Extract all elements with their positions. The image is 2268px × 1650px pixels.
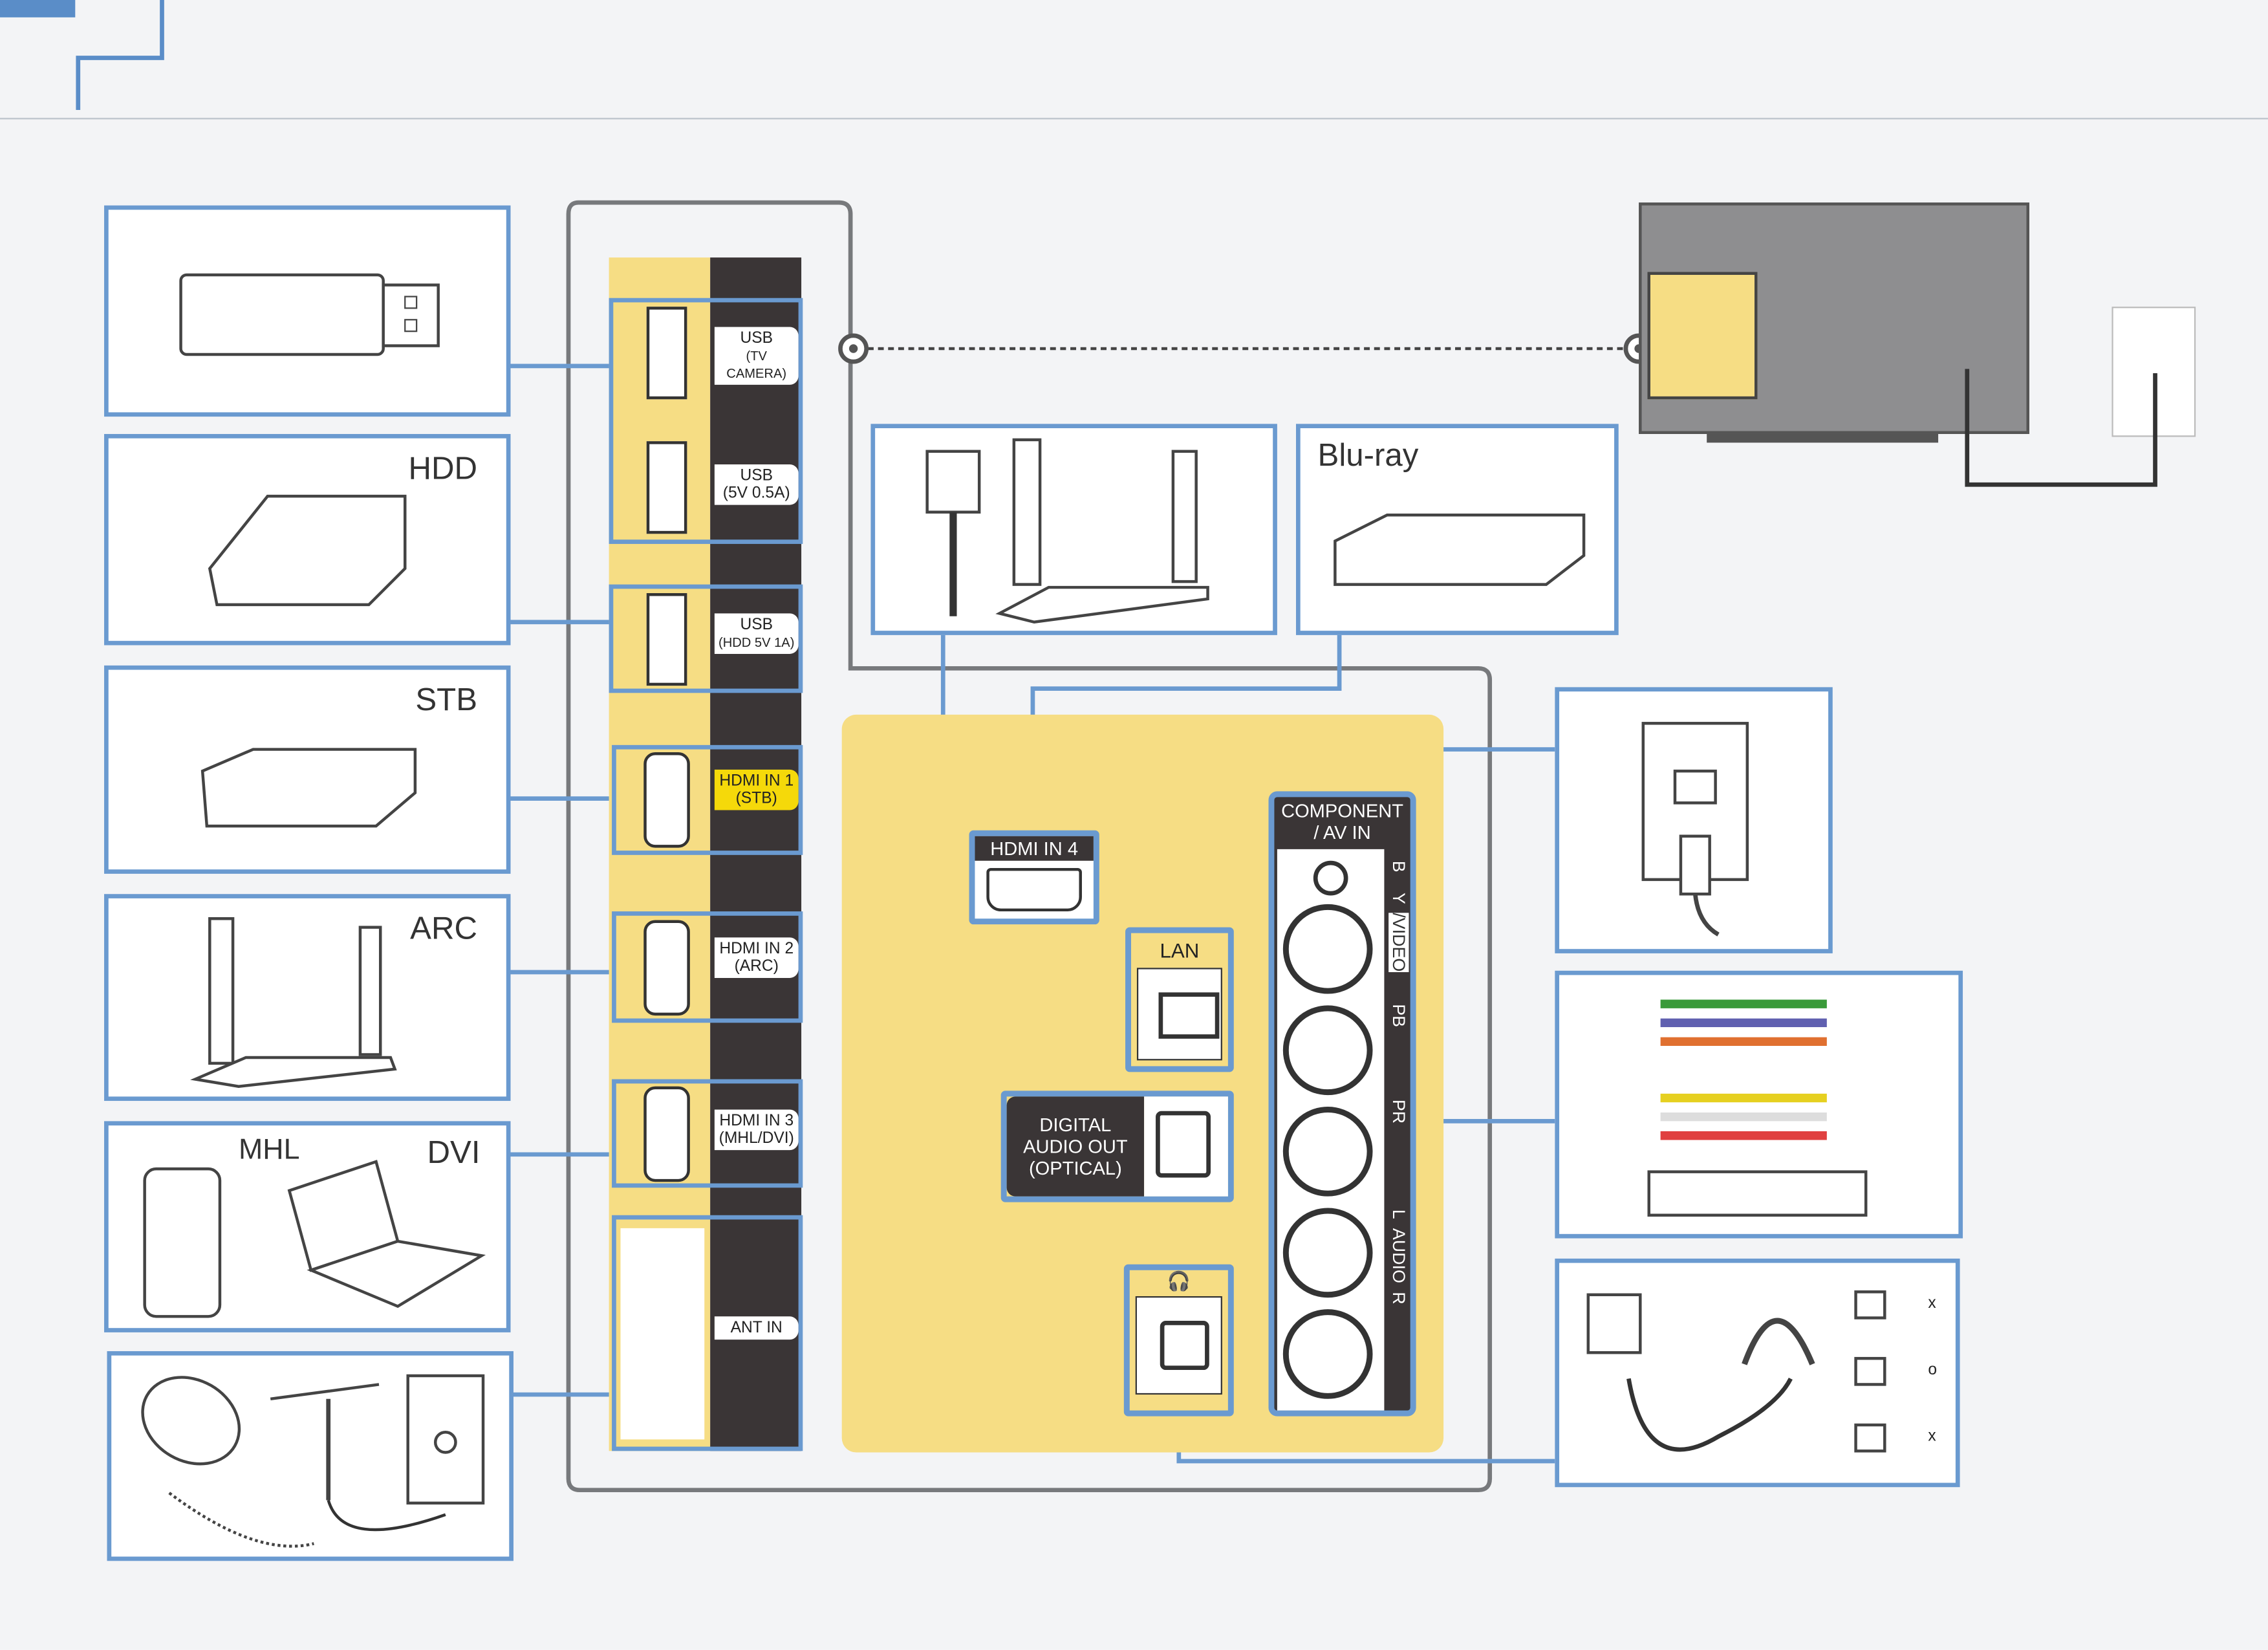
plug-mark-1: x	[1928, 1294, 1936, 1312]
hdmi2-port[interactable]	[643, 920, 690, 1016]
port-label-hdmi2: HDMI IN 2(ARC)	[714, 937, 799, 978]
lan-port[interactable]: LAN	[1125, 927, 1234, 1072]
component-side-labels: B Y/VIDEO PB PR L AUDIO R	[1388, 860, 1409, 1305]
usb-port-1[interactable]	[646, 307, 687, 400]
hdmi3-port[interactable]	[643, 1086, 690, 1182]
soundbar-icon	[190, 917, 397, 1088]
bluray-label: Blu-ray	[1317, 437, 1419, 473]
mhl-dvi-box: MHL DVI	[104, 1121, 511, 1332]
arc-box: ARC	[104, 894, 511, 1102]
headphone-jack-icon	[1160, 1321, 1209, 1371]
stb-box: STB	[104, 665, 511, 874]
usb-port-2[interactable]	[646, 441, 687, 534]
usb-stick-icon	[179, 273, 440, 356]
ir-jack-icon	[1313, 860, 1348, 896]
pr-jack[interactable]	[1282, 1106, 1373, 1197]
lan-label: LAN	[1160, 939, 1200, 962]
hdmi4-label: HDMI IN 4	[975, 836, 1094, 861]
port-label-hdmi1: HDMI IN 1(STB)	[714, 769, 799, 810]
port-label-ant: ANT IN	[714, 1316, 799, 1340]
tv-port-area	[1647, 272, 1758, 400]
phone-laptop-icon	[143, 1160, 486, 1318]
hdmi4-port[interactable]: HDMI IN 4	[969, 830, 1099, 925]
usb-hdd-group	[609, 584, 803, 693]
tv-outline	[566, 200, 1493, 1493]
hdd-box: HDD	[104, 433, 511, 646]
lan-wall-box	[1555, 687, 1833, 953]
headphones-icon	[1586, 1290, 1886, 1453]
component-cables-box	[1555, 970, 1963, 1239]
optical-jack-icon	[1156, 1111, 1211, 1178]
plug-mark-2: o	[1928, 1361, 1938, 1379]
tv-back-icon	[1639, 202, 2029, 434]
ant-port-area[interactable]	[620, 1228, 705, 1440]
headphone-port[interactable]: 🎧	[1123, 1264, 1234, 1417]
arc-label: ARC	[410, 909, 478, 946]
y-video-jack[interactable]	[1282, 904, 1373, 994]
bluray-player-icon	[1334, 513, 1586, 586]
wall-socket-icon	[2111, 307, 2196, 437]
port-label-hdmi3: HDMI IN 3(MHL/DVI)	[714, 1109, 799, 1151]
usb-stick-box	[104, 205, 511, 417]
header-tab	[0, 0, 76, 17]
hdd-label: HDD	[408, 450, 478, 486]
stb-icon	[200, 748, 417, 828]
usb-group	[609, 298, 803, 544]
bluray-box: Blu-ray	[1295, 424, 1619, 635]
mhl-label: MHL	[239, 1134, 300, 1166]
antenna-box	[107, 1351, 513, 1561]
pb-jack[interactable]	[1282, 1005, 1373, 1096]
lan-wall-outlet-icon	[1641, 722, 1749, 937]
hdmi1-port[interactable]	[643, 752, 690, 848]
hdmi-connector-icon	[986, 867, 1082, 912]
tv-stand	[1707, 433, 1939, 443]
plug-mark-3: x	[1928, 1427, 1936, 1446]
satellite-antenna-icon	[141, 1374, 485, 1548]
port-label-usb-hdd: USB(HDD 5V 1A)	[714, 613, 799, 654]
header-bracket	[76, 0, 164, 110]
port-label-usb-camera: USB(TV CAMERA)	[714, 327, 799, 385]
optical-cable-soundbar-icon	[925, 438, 1209, 624]
ethernet-jack-icon	[1158, 992, 1220, 1039]
optical-soundbar-box	[870, 424, 1277, 635]
usb-port-3[interactable]	[646, 593, 687, 686]
dvi-label: DVI	[427, 1134, 481, 1171]
headphone-icon: 🎧	[1167, 1270, 1191, 1292]
av-cables-icon	[1647, 999, 1868, 1217]
stb-label: STB	[415, 681, 478, 718]
hdmi3-group	[612, 1079, 803, 1188]
audio-l-jack[interactable]	[1282, 1208, 1373, 1298]
hdd-icon	[208, 494, 407, 607]
audio-r-jack[interactable]	[1282, 1309, 1373, 1399]
component-title: COMPONENT/ AV IN	[1281, 799, 1404, 843]
port-label-usb-05a: USB(5V 0.5A)	[714, 464, 799, 505]
hdmi2-group	[612, 911, 803, 1023]
ant-group	[612, 1215, 803, 1451]
headphones-box: x o x	[1555, 1258, 1960, 1488]
hdmi1-group	[612, 744, 803, 855]
component-av-port[interactable]: COMPONENT/ AV IN B Y/VIDEO PB PR L AUDIO…	[1268, 791, 1416, 1417]
